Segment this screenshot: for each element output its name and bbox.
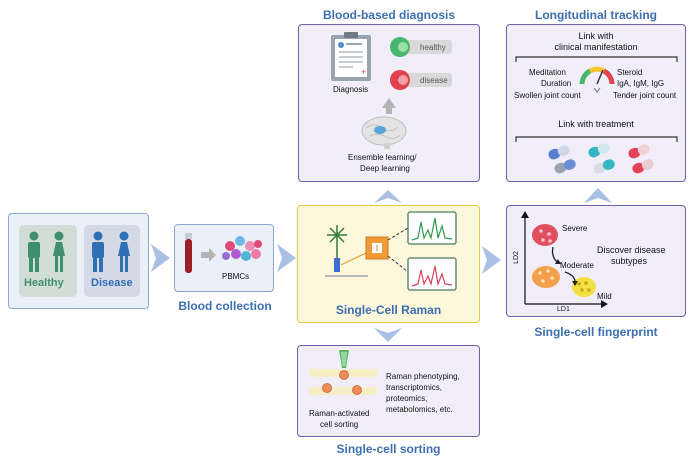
healthy-label: Healthy (24, 277, 64, 289)
longitudinal-title: Longitudinal tracking (535, 8, 657, 22)
discover-line2: subtypes (611, 256, 648, 266)
healthy-box (19, 225, 77, 297)
phenotyping-line1: Raman phenotyping, (386, 372, 460, 381)
svg-text:+: + (361, 67, 366, 77)
link-clinical-line1: Link with (578, 31, 614, 41)
phenotyping-line2: transcriptomics, (386, 383, 443, 392)
diagnosis-label: Diagnosis (333, 85, 369, 94)
ensemble-learning-label: Ensemble learning/ (348, 153, 417, 162)
raman-title: Single-Cell Raman (335, 303, 442, 317)
disease-tag: disease (420, 76, 448, 85)
raman-activated-line1: Raman-activated (309, 409, 370, 418)
moderate-label: Moderate (560, 261, 594, 270)
blood-collection-title: Blood collection (178, 299, 272, 313)
disease-label: Disease (91, 277, 133, 289)
phenotyping-line4: metabolomics, etc. (386, 405, 453, 414)
link-clinical-line2: clinical manifestation (554, 42, 638, 52)
ld1-label: LD1 (557, 306, 570, 313)
fingerprint-panel (506, 205, 686, 317)
discover-line1: Discover disease (597, 245, 666, 255)
mild-label: Mild (597, 292, 612, 301)
meditation-label: Meditation (529, 68, 566, 77)
tender-joint-label: Tender joint count (613, 91, 677, 100)
duration-label: Duration (541, 79, 572, 88)
phenotyping-line3: proteomics, (386, 394, 428, 403)
healthy-tag: healthy (420, 43, 446, 52)
fingerprint-title: Single-cell fingerprint (534, 325, 658, 339)
deep-learning-label: Deep learning (360, 164, 410, 173)
pbmcs-label: PBMCs (222, 272, 250, 281)
swollen-joint-label: Swollen joint count (514, 91, 581, 100)
raman-activated-line2: cell sorting (320, 420, 359, 429)
steroid-label: Steroid (617, 68, 643, 77)
blood-diagnosis-title: Blood-based diagnosis (322, 8, 455, 22)
severe-label: Severe (562, 224, 588, 233)
sorting-title: Single-cell sorting (336, 442, 441, 456)
link-treatment-label: Link with treatment (558, 119, 634, 129)
iga-label: IgA, IgM, IgG (617, 79, 665, 88)
